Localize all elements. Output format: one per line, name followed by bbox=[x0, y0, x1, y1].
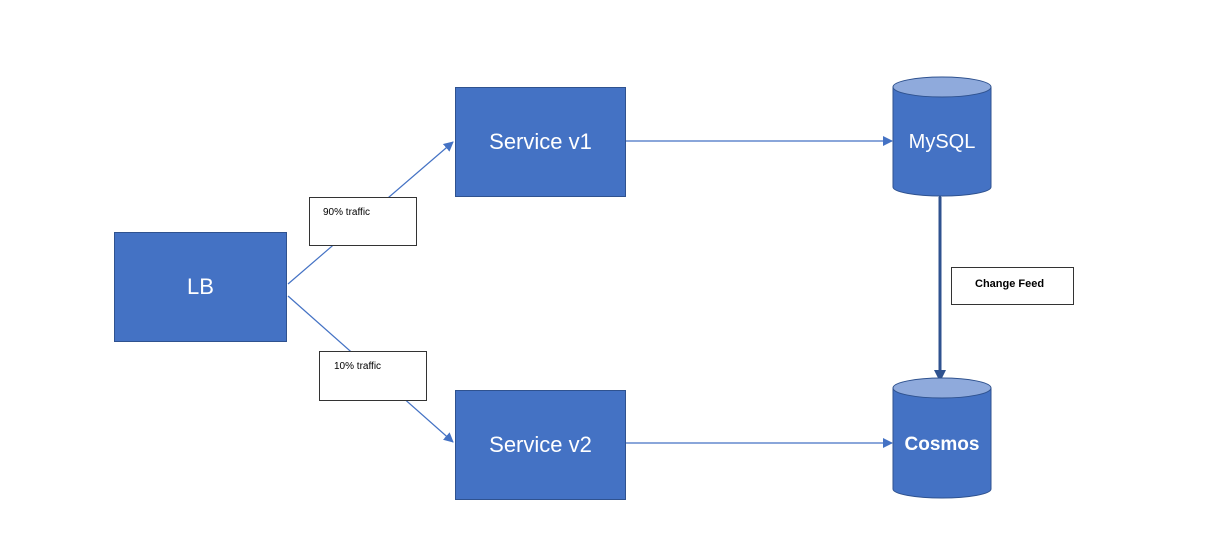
service-v1-node: Service v1 bbox=[455, 87, 626, 197]
lb-label: LB bbox=[187, 274, 214, 299]
cosmos-label: Cosmos bbox=[904, 434, 980, 455]
cosmos-database-icon bbox=[892, 377, 992, 499]
service-v2-node: Service v2 bbox=[455, 390, 626, 500]
mysql-label: MySQL bbox=[908, 130, 976, 153]
traffic-v2-label-box: 10% traffic bbox=[319, 351, 427, 401]
traffic-v2-label: 10% traffic bbox=[334, 361, 382, 372]
mysql-database-icon bbox=[892, 76, 992, 197]
change-feed-label: Change Feed bbox=[975, 278, 1045, 290]
service-v1-label: Service v1 bbox=[489, 129, 592, 154]
traffic-v1-label: 90% traffic bbox=[323, 207, 371, 218]
lb-node: LB bbox=[114, 232, 287, 342]
traffic-v1-label-box: 90% traffic bbox=[309, 197, 417, 246]
service-v2-label: Service v2 bbox=[489, 432, 592, 457]
change-feed-label-box: Change Feed bbox=[951, 267, 1074, 305]
